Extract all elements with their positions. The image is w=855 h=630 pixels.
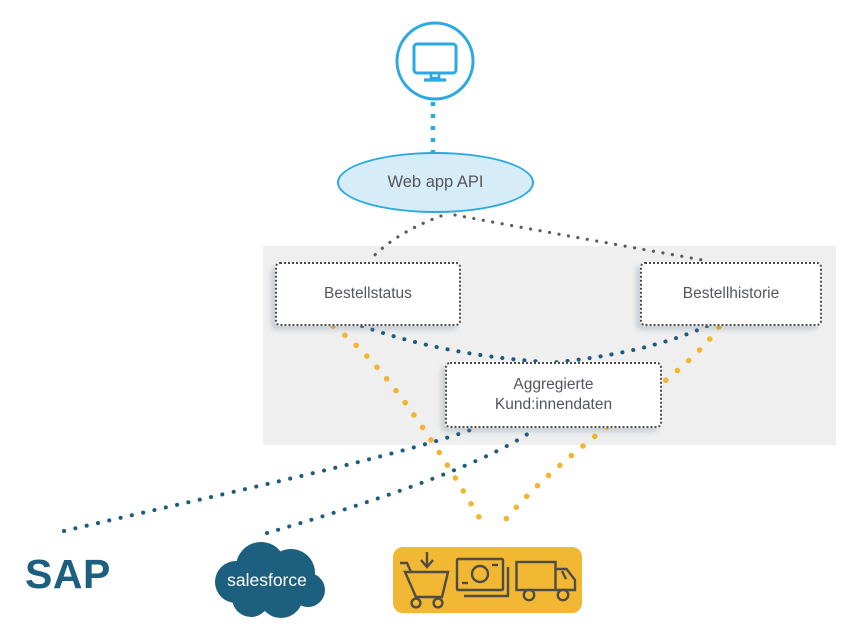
- api-label: Web app API: [387, 173, 484, 191]
- edge-history-commerce: [495, 324, 722, 532]
- aggregate-label-line2: Kund:innendaten: [494, 396, 613, 413]
- edge-sap-aggregate: [62, 426, 478, 533]
- monitor-icon: [395, 21, 475, 101]
- bestellstatus-label: Bestellstatus: [324, 285, 412, 302]
- edge-salesforce-aggregate: [265, 429, 534, 535]
- edge-status-commerce: [330, 323, 489, 532]
- banknote-icon: [455, 557, 509, 598]
- salesforce-label: salesforce: [227, 570, 307, 590]
- aggregate-label-line1: Aggregierte: [513, 376, 594, 393]
- truck-icon: [515, 560, 577, 602]
- edge-history-aggregate: [547, 324, 709, 365]
- commerce-box: [393, 547, 582, 613]
- edge-status-aggregate: [360, 324, 548, 364]
- bestellhistorie-label: Bestellhistorie: [682, 285, 780, 302]
- bestellstatus-box: Bestellstatus: [275, 262, 461, 326]
- cart-icon: [399, 552, 450, 609]
- sap-logo: SAP: [25, 551, 111, 597]
- salesforce-logo: salesforce: [215, 542, 325, 618]
- client-node: [395, 21, 475, 101]
- aggregierte-kundendaten-box: Aggregierte Kund:innendaten: [445, 362, 662, 428]
- edge-api-status: [367, 214, 443, 263]
- bestellhistorie-box: Bestellhistorie: [640, 262, 822, 326]
- edge-api-history: [453, 213, 710, 263]
- web-app-api-node: Web app API: [337, 152, 534, 213]
- salesforce-cloud-icon: [215, 542, 325, 618]
